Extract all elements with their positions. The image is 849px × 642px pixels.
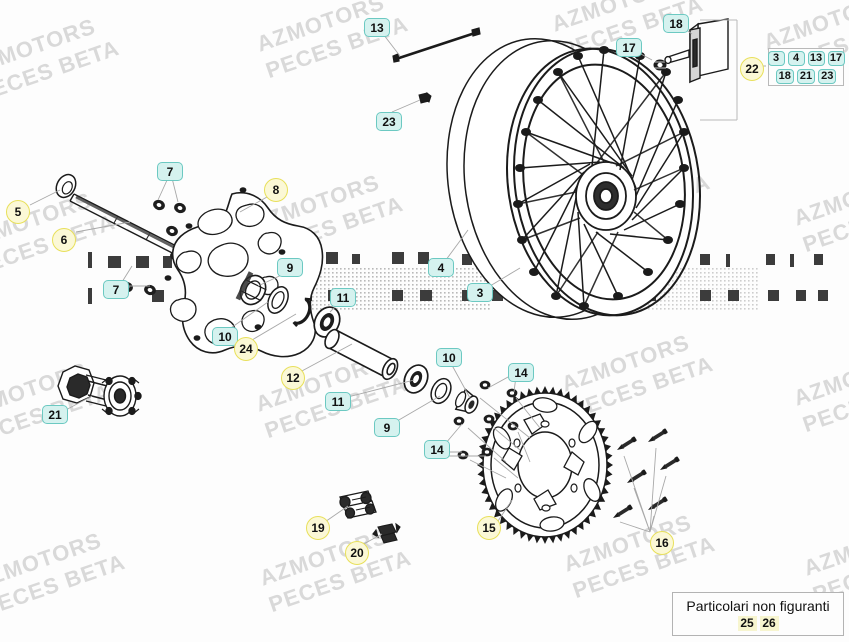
brake-disc-bolt-pads	[164, 187, 286, 341]
legend-chip-13[interactable]: 13	[807, 50, 825, 66]
callout-23[interactable]: 23	[376, 112, 402, 131]
wheel-spokes	[517, 49, 685, 307]
wheel-hub-21	[57, 365, 142, 417]
brake-guard-18	[664, 18, 729, 84]
callout-24[interactable]: 24	[234, 337, 258, 361]
not-shown-parts-title: Particolari non figuranti	[686, 597, 830, 614]
chain-master-link-19	[339, 490, 377, 519]
callout-21[interactable]: 21	[42, 405, 68, 424]
callout-3[interactable]: 3	[467, 283, 493, 302]
callout-14[interactable]: 14	[508, 363, 534, 382]
callout-16[interactable]: 16	[650, 531, 674, 555]
callout-7[interactable]: 7	[157, 162, 183, 181]
legend-chip-3[interactable]: 3	[767, 50, 785, 66]
legend-chip-4[interactable]: 4	[787, 50, 805, 66]
not-shown-chip-26[interactable]: 26	[759, 615, 779, 631]
chain-clip-20	[372, 522, 401, 544]
callout-18[interactable]: 18	[663, 14, 689, 33]
legend-chip-23[interactable]: 23	[818, 68, 837, 84]
valve-nut-17	[653, 59, 667, 71]
callout-12[interactable]: 12	[281, 366, 305, 390]
callout-22[interactable]: 22	[740, 57, 764, 81]
rear-wheel-assembly	[446, 37, 701, 321]
callout-17[interactable]: 17	[616, 38, 642, 57]
callout-14[interactable]: 14	[424, 440, 450, 459]
spoke-13	[392, 27, 481, 63]
callout-5[interactable]: 5	[6, 200, 30, 224]
callout-9[interactable]: 9	[277, 258, 303, 277]
legend-chip-17[interactable]: 17	[827, 50, 845, 66]
spoke-nipple-23	[418, 92, 432, 104]
callout-20[interactable]: 20	[345, 541, 369, 565]
not-shown-chip-25[interactable]: 25	[737, 615, 757, 631]
legend-chip-21[interactable]: 21	[796, 68, 816, 84]
legend-chip-18[interactable]: 18	[775, 68, 794, 84]
wheel-spacer-12	[324, 328, 399, 381]
callout-11[interactable]: 11	[325, 392, 351, 411]
callout-9[interactable]: 9	[374, 418, 400, 437]
hub-internals	[235, 271, 479, 414]
callout-19[interactable]: 19	[306, 516, 330, 540]
sprocket-lightening-holes	[492, 397, 601, 532]
sprocket-bolts-16	[611, 428, 681, 521]
callout-6[interactable]: 6	[52, 228, 76, 252]
callout-8[interactable]: 8	[264, 178, 288, 202]
callout-4[interactable]: 4	[428, 258, 454, 277]
callout-13[interactable]: 13	[364, 18, 390, 37]
callout-11[interactable]: 11	[330, 288, 356, 307]
callout-15[interactable]: 15	[477, 516, 501, 540]
callout-10[interactable]: 10	[436, 348, 462, 367]
callout-7[interactable]: 7	[103, 280, 129, 299]
callout-10[interactable]: 10	[212, 327, 238, 346]
